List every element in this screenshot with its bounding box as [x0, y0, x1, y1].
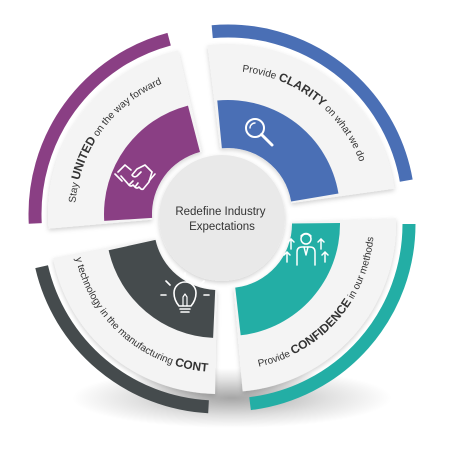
panel-confidence[interactable]	[233, 218, 397, 392]
business-growth-icon	[283, 232, 329, 266]
handshake-icon	[114, 164, 156, 191]
center-title: Redefine Industry Expectations	[175, 206, 268, 233]
accent-arc-clarity	[211, 24, 413, 182]
center-title-line1: Redefine Industry	[175, 206, 265, 218]
lightbulb-icon	[160, 272, 210, 313]
magnifier-icon	[245, 118, 274, 147]
segment-context[interactable]	[108, 239, 216, 338]
center-title-line2: Expectations	[189, 221, 255, 233]
center-circle	[159, 155, 285, 281]
segment-confidence[interactable]	[235, 223, 341, 336]
accent-arc-united	[28, 32, 171, 224]
panel-clarity[interactable]	[207, 43, 395, 204]
accent-arc-confidence	[249, 223, 416, 411]
segment-clarity[interactable]	[217, 100, 339, 202]
segment-united[interactable]	[104, 105, 200, 221]
accent-arc-context	[35, 265, 209, 414]
panel-united[interactable]	[48, 50, 202, 229]
